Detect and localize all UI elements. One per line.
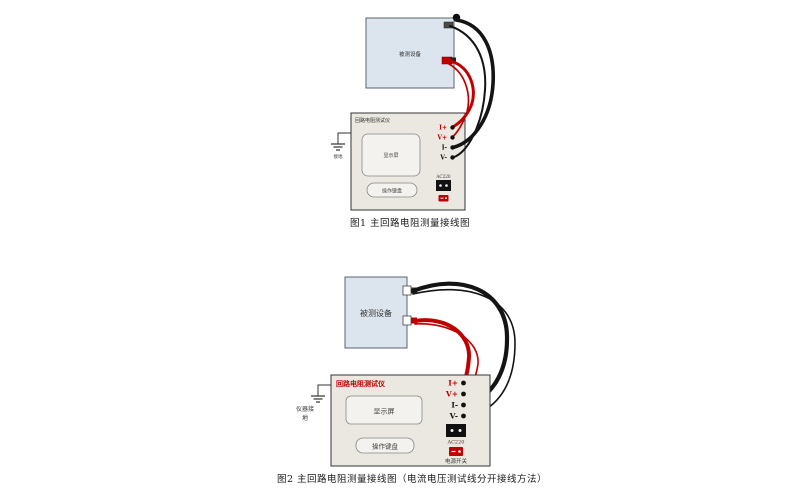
fig2-terminal-label-i-plus: I+	[448, 379, 458, 388]
fig2-switch-circle-mark	[458, 450, 461, 453]
fig2-terminal-label-v-plus: V+	[445, 390, 458, 399]
fig1-display-label: 显示屏	[383, 153, 398, 159]
figure1-caption: 图1 主回路电阻测量接线图	[350, 217, 470, 229]
fig1-device-label: 被测设备	[399, 50, 422, 58]
fig1-ground-label: 接地	[334, 153, 343, 160]
fig2-device-under-test-box	[344, 276, 408, 349]
fig2-socket-label: AC220	[447, 440, 465, 446]
fig1-socket-pin-right	[445, 184, 448, 187]
fig2-terminal-label-v-minus: V-	[449, 412, 458, 421]
fig2-ground-wire	[317, 384, 331, 396]
fig1-display-screen	[361, 133, 421, 177]
fig1-red-current-cable	[449, 59, 475, 129]
fig1-terminal-post-v-plus	[450, 135, 455, 140]
fig2-device-terminal-top	[402, 285, 412, 296]
fig1-keyboard-label: 操作键盘	[382, 188, 402, 195]
fig1-device-terminal-top	[443, 21, 454, 29]
fig1-terminal-label-v-minus: V-	[439, 155, 447, 162]
fig1-power-socket-icon	[436, 180, 451, 191]
figure2-separate-test-lines-wiring-diagram: 被测设备 回路电阻测试仪 显示屏 操作键盘 I+ V+ I- V- AC220	[277, 276, 547, 485]
fig1-terminal-post-v-minus	[450, 155, 455, 160]
fig2-operation-keyboard	[355, 437, 415, 454]
fig2-keyboard-label: 操作键盘	[372, 442, 399, 451]
fig2-terminal-label-i-minus: I-	[451, 401, 458, 410]
fig2-device-terminal-bottom	[402, 315, 412, 326]
figure2-caption: 图2 主回路电阻测量接线图（电流电压测试线分开接线方法）	[277, 473, 547, 485]
fig1-socket-label: AC220	[435, 174, 451, 179]
fig1-terminal-label-i-plus: I+	[439, 125, 447, 132]
fig1-terminal-label-i-minus: I-	[442, 145, 448, 152]
fig2-socket-pin-right	[458, 429, 462, 432]
fig2-red-current-cable	[413, 318, 472, 385]
fig1-ground-wire	[337, 132, 351, 144]
fig2-terminal-post-i-plus	[461, 380, 466, 386]
fig2-device-label: 被测设备	[360, 308, 392, 318]
fig1-black-voltage-cable	[449, 25, 487, 159]
fig2-ground-label-line2: 地	[302, 414, 308, 422]
fig1-operation-keyboard	[366, 182, 418, 198]
fig2-power-socket-icon	[446, 424, 466, 437]
fig1-switch-circle-mark	[445, 197, 447, 200]
fig1-terminal-label-v-plus: V+	[436, 135, 447, 142]
fig1-terminal-post-i-minus	[450, 145, 455, 150]
fig2-tester-title: 回路电阻测试仪	[336, 379, 386, 388]
figure1-main-loop-wiring-diagram: 被测设备 回路电阻测试仪 显示屏 操作键盘 I+ V+ I- V- AC220	[331, 13, 496, 229]
fig1-socket-pin-left	[439, 184, 442, 187]
fig1-terminal-post-i-plus	[450, 125, 455, 130]
fig1-black-current-cable	[451, 18, 496, 150]
fig2-terminal-post-v-minus	[461, 413, 466, 419]
fig2-terminal-post-v-plus	[461, 391, 466, 397]
fig2-power-switch-icon	[449, 447, 463, 456]
fig2-terminal-post-i-minus	[461, 402, 466, 408]
fig2-display-screen	[345, 395, 423, 425]
fig2-ground-label-line1: 仪器接	[296, 405, 314, 413]
fig1-tester-title: 回路电阻测试仪	[355, 117, 390, 124]
fig1-red-voltage-cable	[448, 63, 470, 139]
fig2-display-label: 显示屏	[374, 408, 395, 416]
fig1-device-under-test-box	[365, 17, 455, 89]
fig2-socket-pin-left	[450, 429, 454, 432]
fig2-switch-label: 电源开关	[445, 457, 468, 465]
